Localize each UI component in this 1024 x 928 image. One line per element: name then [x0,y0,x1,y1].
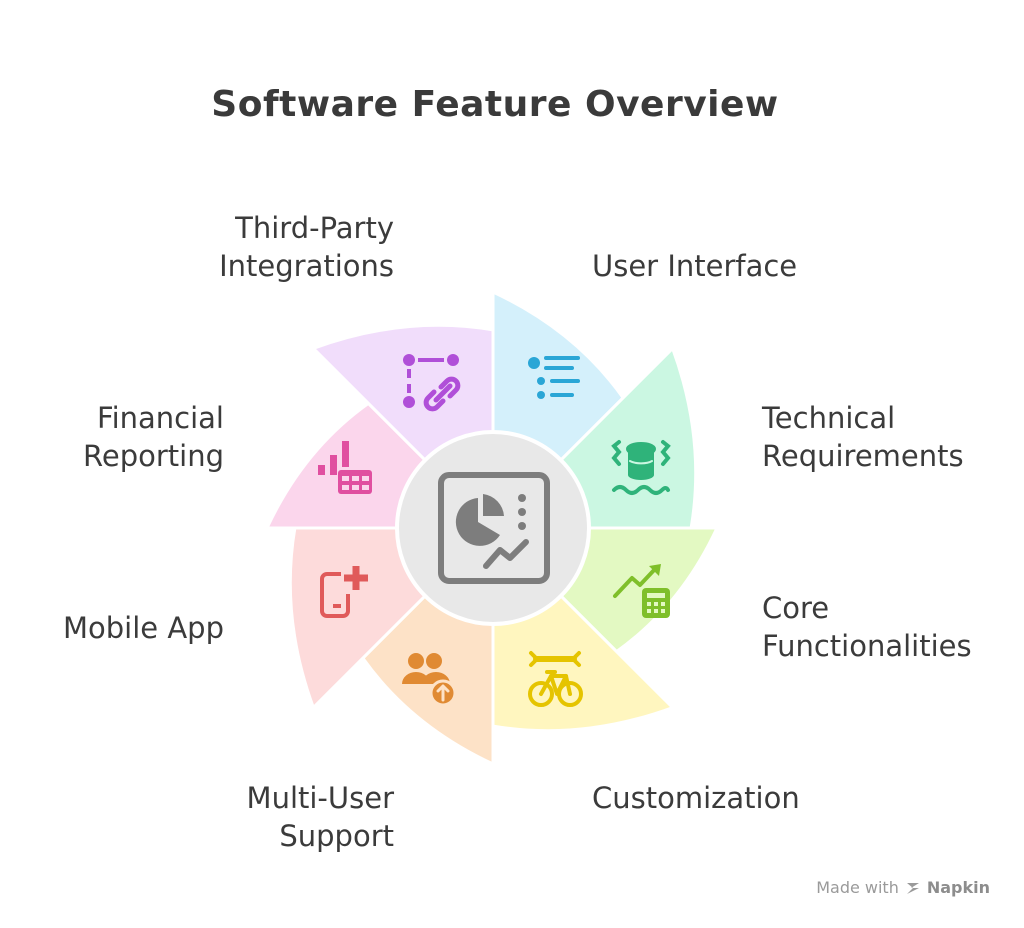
users-upload-icon [402,653,457,707]
footer-credit[interactable]: Made with Napkin [816,878,990,897]
made-with-text: Made with [816,878,899,897]
dashboard-icon-inner [455,494,529,569]
label-core-functionalities: Core Functionalities [762,591,972,663]
label-technical-requirements: Technical Requirements [762,401,964,473]
dashboard-icon [438,472,550,584]
label-customization: Customization [592,781,800,815]
bike-wrench-icon [528,651,583,707]
label-multi-user-support: Multi-User Support [246,781,394,853]
database-icon [611,440,671,495]
label-third-party-integrations: Third-Party Integrations [219,211,394,283]
center-circle [395,430,591,626]
bar-chart-table-icon [318,441,372,494]
page-title: Software Feature Overview [211,84,779,125]
label-user-interface: User Interface [592,249,798,283]
link-nodes-icon [403,354,461,412]
napkin-brand: Napkin [926,878,990,897]
mobile-add-icon [320,564,371,618]
label-financial-reporting: Financial Reporting [83,401,224,473]
napkin-logo-icon [906,882,919,894]
chart-calculator-icon [613,564,670,618]
label-mobile-app: Mobile App [62,611,224,645]
list-settings-icon [528,356,580,399]
